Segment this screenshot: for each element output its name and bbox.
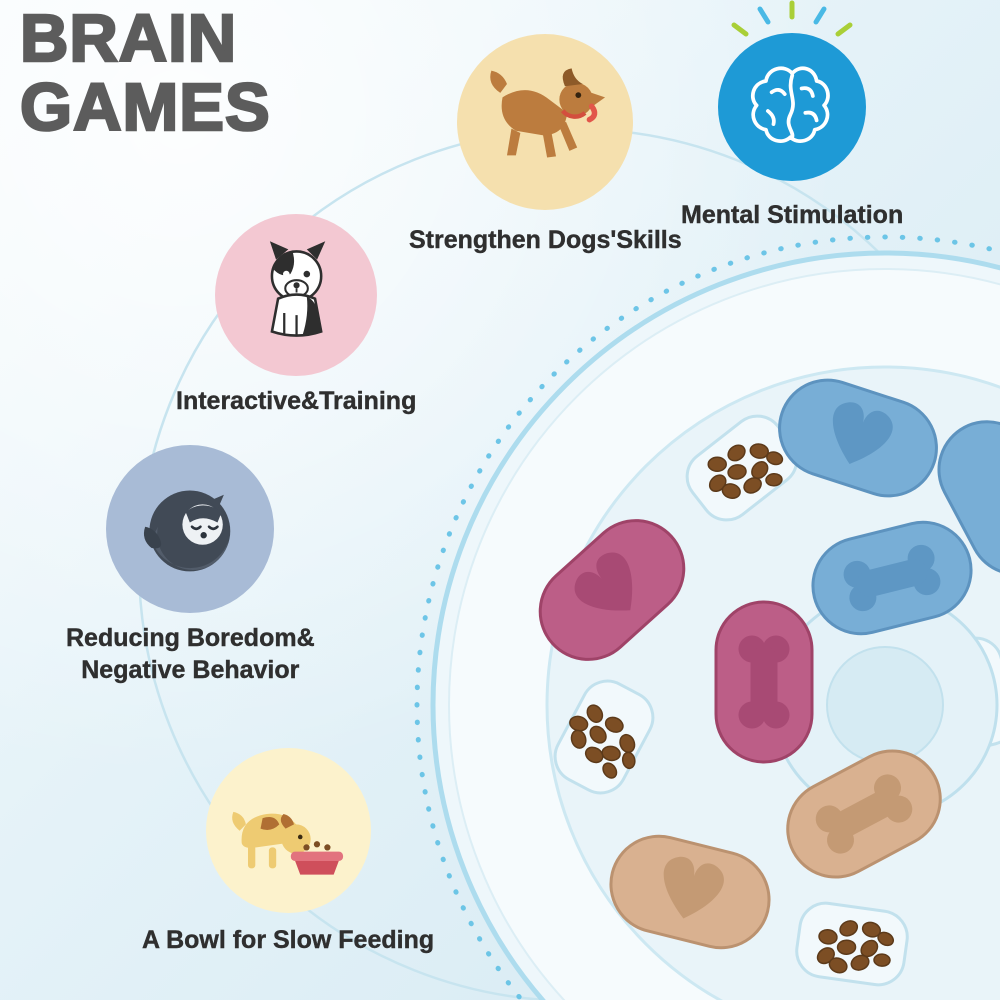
page-title: BRAIN GAMES [19, 1, 271, 145]
puzzle-feeder-product [430, 250, 1000, 1000]
feature-mental-stimulation: Mental Stimulation [681, 0, 904, 231]
sleeping-dog-icon [106, 445, 275, 613]
paddle-pink-bone [714, 600, 814, 764]
feature-label: A Bowl for Slow Feeding [142, 926, 435, 954]
feature-label-line-1: Reducing Boredom& [66, 624, 315, 652]
playing-dog-icon [457, 34, 634, 210]
brain-illustration [750, 66, 830, 143]
sleeping-dog-illustration [144, 490, 231, 572]
dog-with-bowl-icon [205, 748, 371, 913]
radiating-sparks-icon [731, 0, 853, 37]
feature-strengthen-skills: Strengthen Dogs'Skills [409, 34, 682, 256]
feature-label: Strengthen Dogs'Skills [409, 226, 682, 254]
kibble-well-bottom [791, 898, 913, 990]
feature-reduce-boredom: Reducing Boredom& Negative Behavior [66, 445, 315, 686]
feature-label-line-2: Negative Behavior [81, 656, 300, 684]
title-line-1: BRAIN [19, 1, 238, 76]
feature-label: Interactive&Training [176, 387, 417, 415]
feature-interactive-training: Interactive&Training [176, 214, 417, 417]
playing-dog-illustration [490, 68, 606, 158]
feature-label: Reducing Boredom& Negative Behavior [66, 622, 315, 686]
french-bulldog-illustration [269, 241, 325, 338]
french-bulldog-icon [215, 214, 378, 376]
product-center-cap [826, 646, 944, 764]
feature-label: Mental Stimulation [681, 201, 904, 229]
feature-slow-feeding: A Bowl for Slow Feeding [142, 748, 434, 956]
dotted-arc-outer [414, 234, 1000, 1000]
dog-with-bowl-illustration [232, 811, 344, 875]
title-line-2: GAMES [19, 70, 271, 145]
brain-icon [718, 0, 867, 181]
